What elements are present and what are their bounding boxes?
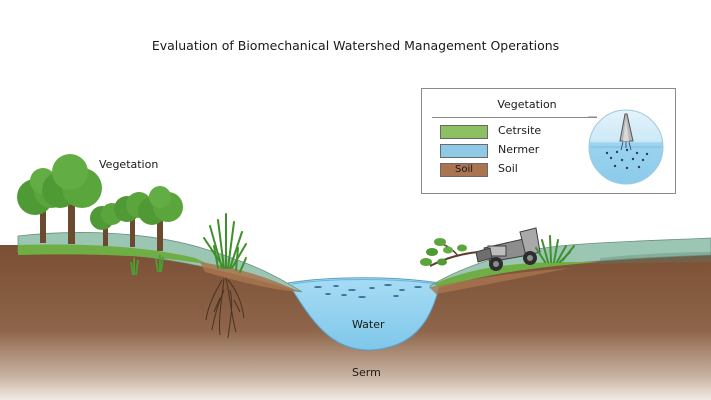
page-title: Evaluation of Biomechanical Watershed Ma… [151, 38, 560, 53]
reed-clump-icon [203, 213, 247, 273]
ripple [333, 285, 339, 287]
water-label: Water [352, 318, 385, 331]
ripple [399, 289, 405, 291]
submerged-plant-inset-icon [588, 109, 664, 185]
vegetation-label: Vegetation [99, 158, 159, 171]
legend-swatch-nermer [440, 144, 488, 158]
ripple [358, 296, 366, 298]
ripple [393, 295, 399, 297]
ripple [325, 293, 331, 295]
water-basin [287, 277, 441, 351]
serm-label: Serm [352, 366, 381, 379]
ripple [341, 294, 347, 296]
legend-title: Vegetation [497, 98, 557, 111]
tree-icon [90, 203, 123, 246]
legend-label-nermer: Nermer [498, 143, 540, 156]
ripple [348, 289, 356, 291]
legend-label-soil: Soil [498, 162, 518, 175]
right-bank-dark-patch [600, 252, 711, 264]
legend-label-cetrsite: Cetrsite [498, 124, 542, 137]
water-ripples [314, 284, 422, 298]
legend-swatch-soil: Soil [440, 163, 488, 177]
right-bank-grass [434, 262, 600, 288]
grass-tuft-icon [130, 255, 164, 276]
root-system-icon [205, 277, 245, 339]
left-bank-grass [18, 244, 210, 265]
legend-swatch-cetrsite [440, 125, 488, 139]
reed-clump-icon [535, 235, 575, 263]
ripple [369, 287, 375, 289]
shrub-branch-icon [420, 238, 479, 267]
water-surface [291, 279, 438, 285]
tree-icon [138, 186, 183, 251]
left-bank-soil-edge [200, 262, 300, 292]
ripple [384, 284, 392, 286]
ripple [414, 286, 422, 288]
legend-divider [432, 117, 597, 118]
excavator-icon [475, 227, 541, 271]
ripple [314, 286, 322, 288]
legend-pointer-line [588, 116, 597, 118]
tree-icon [42, 154, 102, 244]
right-bank-soil-edge [430, 268, 570, 294]
